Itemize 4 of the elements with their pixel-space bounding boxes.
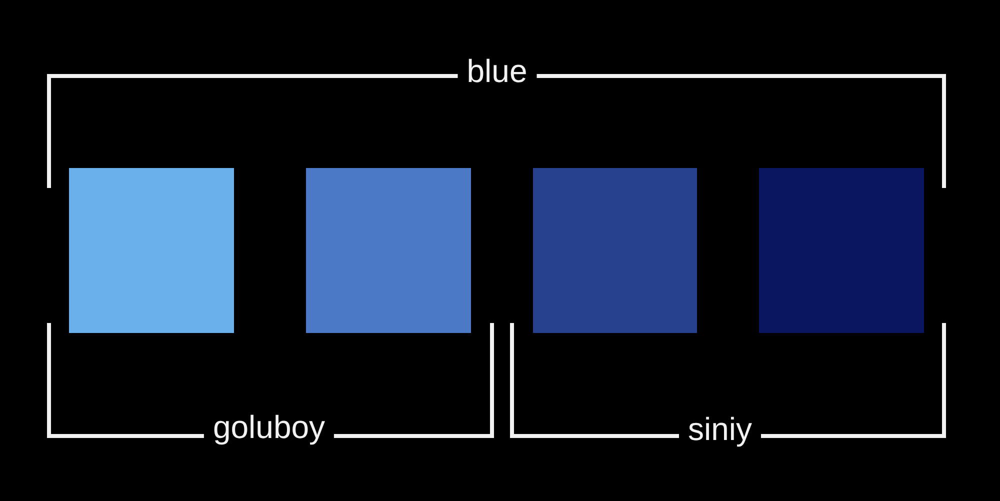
color-square xyxy=(533,168,697,333)
color-square xyxy=(306,168,471,333)
color-square xyxy=(69,168,234,333)
color-square xyxy=(759,168,924,333)
